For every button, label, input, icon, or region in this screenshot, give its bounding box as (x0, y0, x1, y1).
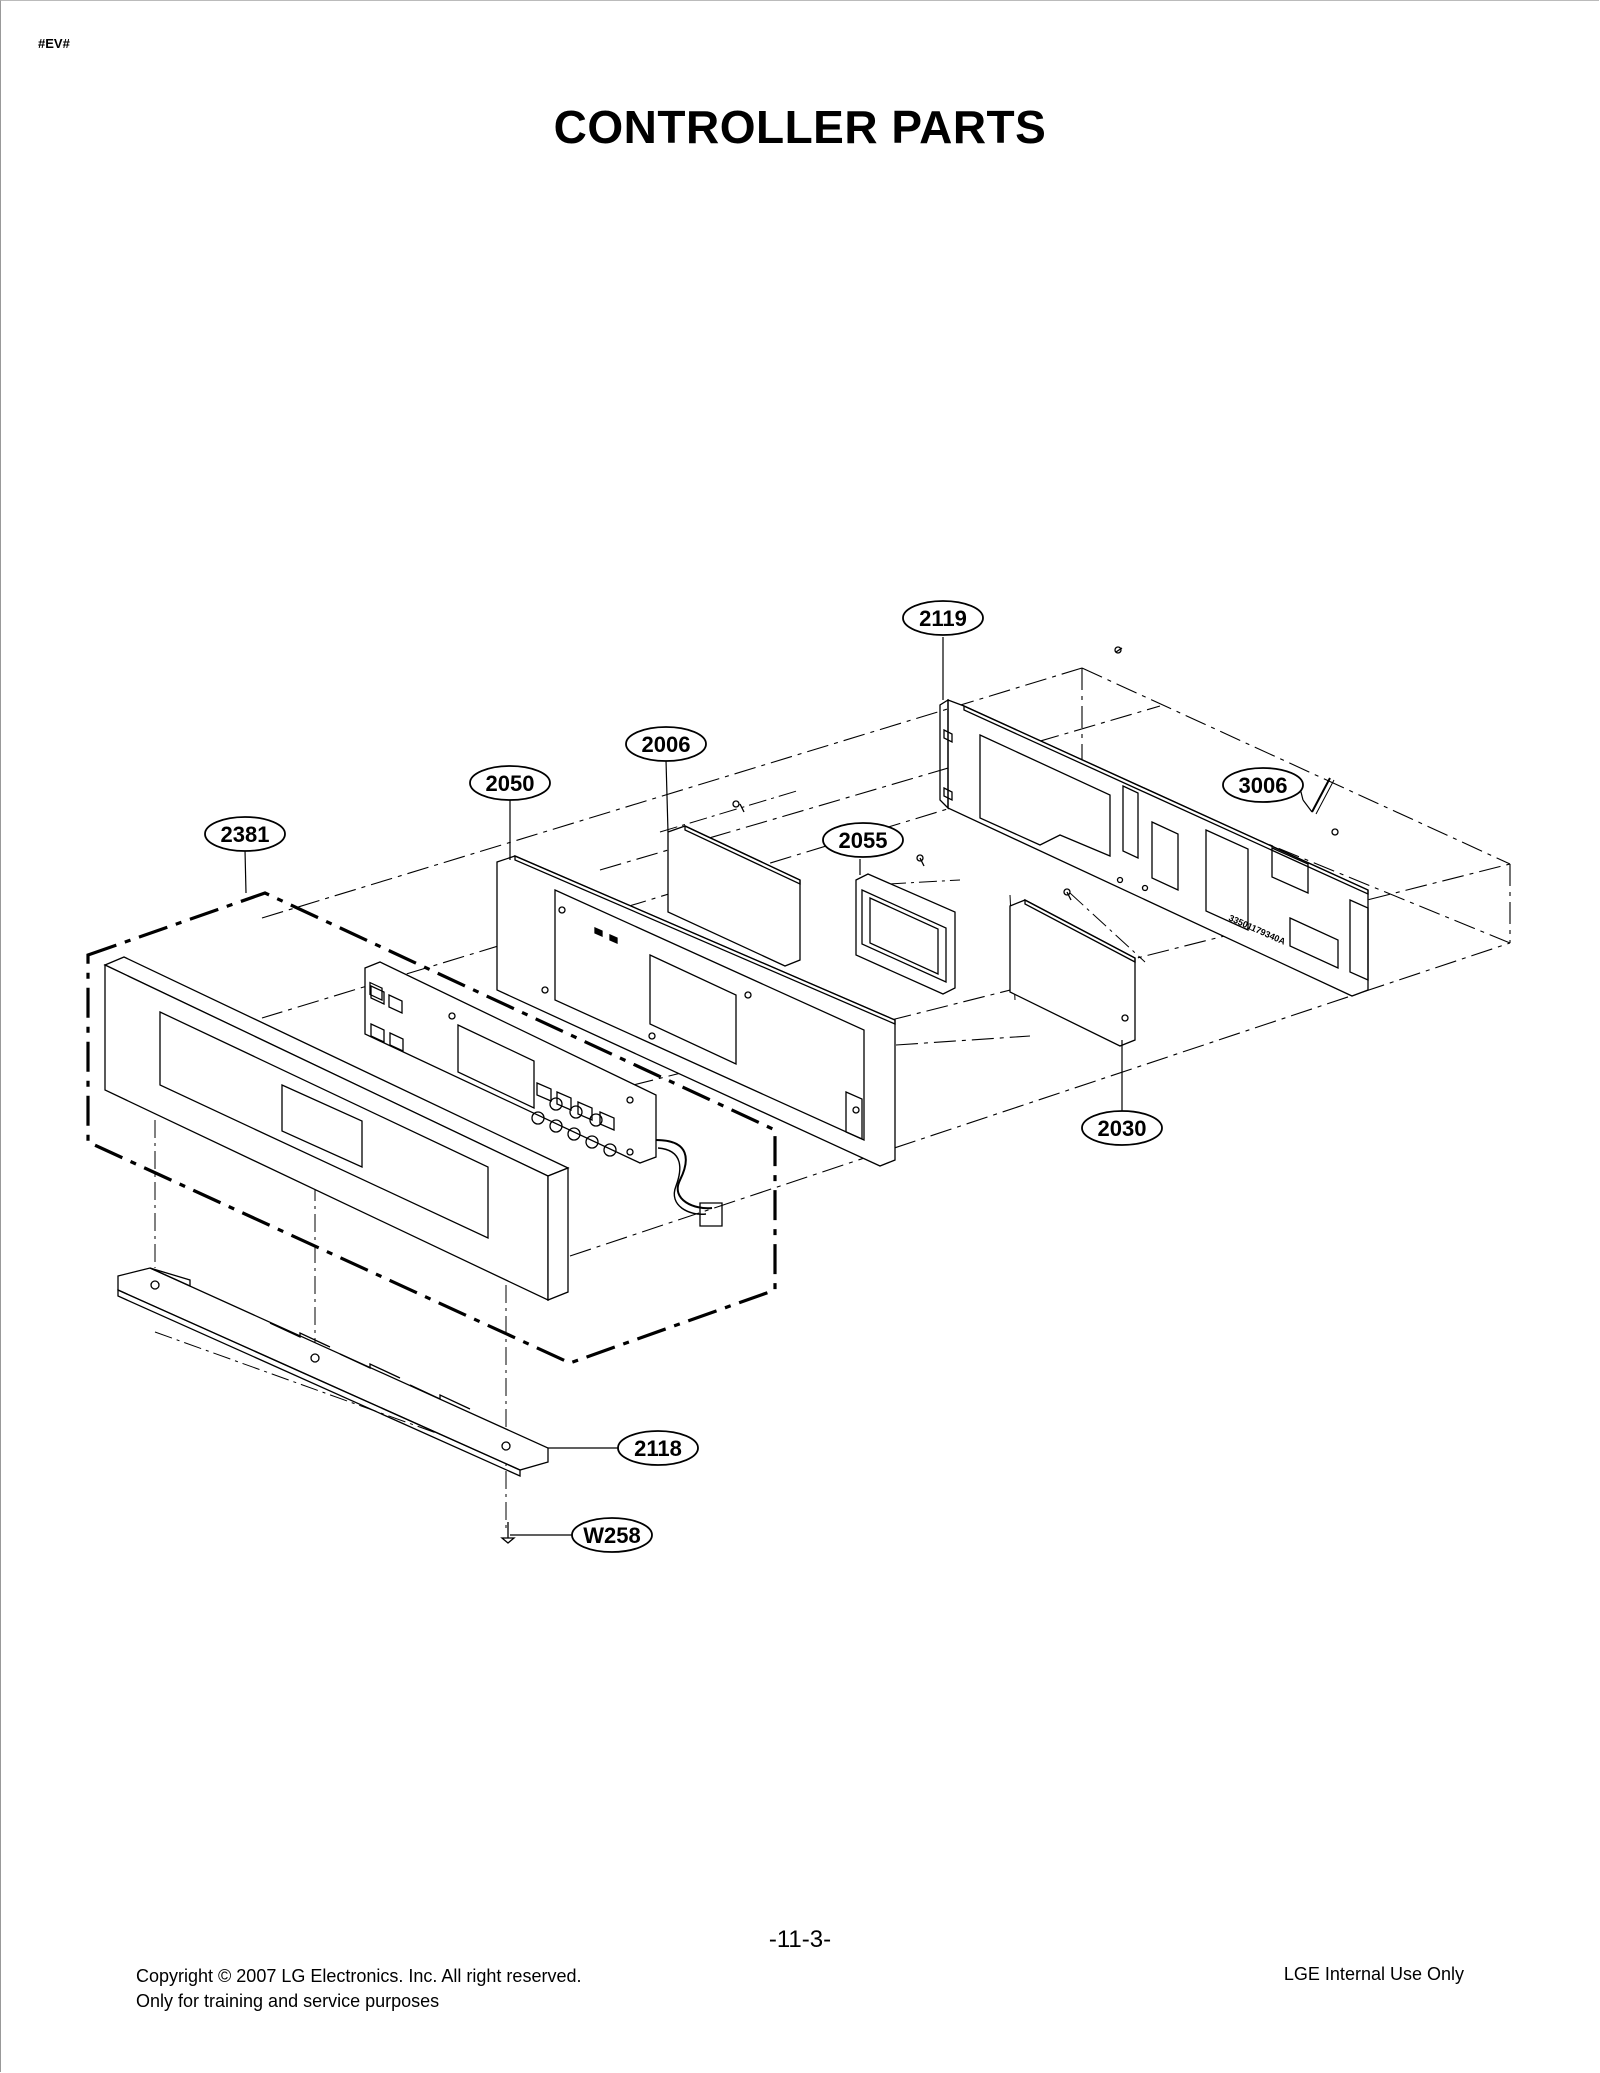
display-2055 (855, 854, 956, 995)
copyright-line-1: Copyright © 2007 LG Electronics. Inc. Al… (136, 1966, 582, 1986)
rear-bracket-2119 (939, 646, 1369, 997)
copyright-notice: Copyright © 2007 LG Electronics. Inc. Al… (136, 1964, 581, 2014)
part-2381-outline (86, 891, 777, 1365)
callout-2006-oval (625, 726, 707, 762)
page-number: -11-3- (768, 1926, 832, 1953)
callout-leaders (244, 637, 1313, 1536)
callout-2050-oval (469, 765, 551, 801)
callout-2030: 2030 (1098, 1116, 1147, 1141)
callout-w258: W258 (583, 1523, 640, 1548)
callout-2119-oval (902, 600, 984, 636)
callout-2050: 2050 (486, 771, 535, 796)
callout-2119: 2119 (919, 606, 967, 631)
callout-2118: 2118 (634, 1436, 682, 1461)
front-control-panel (103, 956, 570, 1302)
keypad-buttons (531, 1082, 617, 1157)
callout-2030-oval (1081, 1110, 1163, 1146)
callout-2055-oval (822, 822, 904, 858)
copyright-line-2: Only for training and service purposes (136, 1991, 440, 2011)
callout-3006-oval (1222, 767, 1304, 803)
internal-use-label: LGE Internal Use Only (1283, 1964, 1464, 1984)
board-2030 (1009, 888, 1136, 1047)
page-title: CONTROLLER PARTS (553, 101, 1047, 153)
panel-2050 (496, 855, 896, 1167)
callout-2118-oval (617, 1430, 699, 1466)
callout-3006: 3006 (1239, 773, 1288, 798)
callout-ovals (204, 600, 1304, 1553)
header-code: #EV# (38, 36, 70, 51)
screw-w258 (500, 1522, 516, 1544)
keypad-board (364, 961, 723, 1227)
board-2006 (667, 800, 801, 967)
callout-2006: 2006 (642, 732, 691, 757)
callout-2381-oval (204, 816, 286, 852)
rod-3006 (1311, 777, 1339, 836)
trim-bracket (117, 1267, 549, 1478)
callout-2381: 2381 (221, 822, 270, 847)
callout-w258-oval (571, 1517, 653, 1553)
callout-2055: 2055 (839, 828, 888, 853)
